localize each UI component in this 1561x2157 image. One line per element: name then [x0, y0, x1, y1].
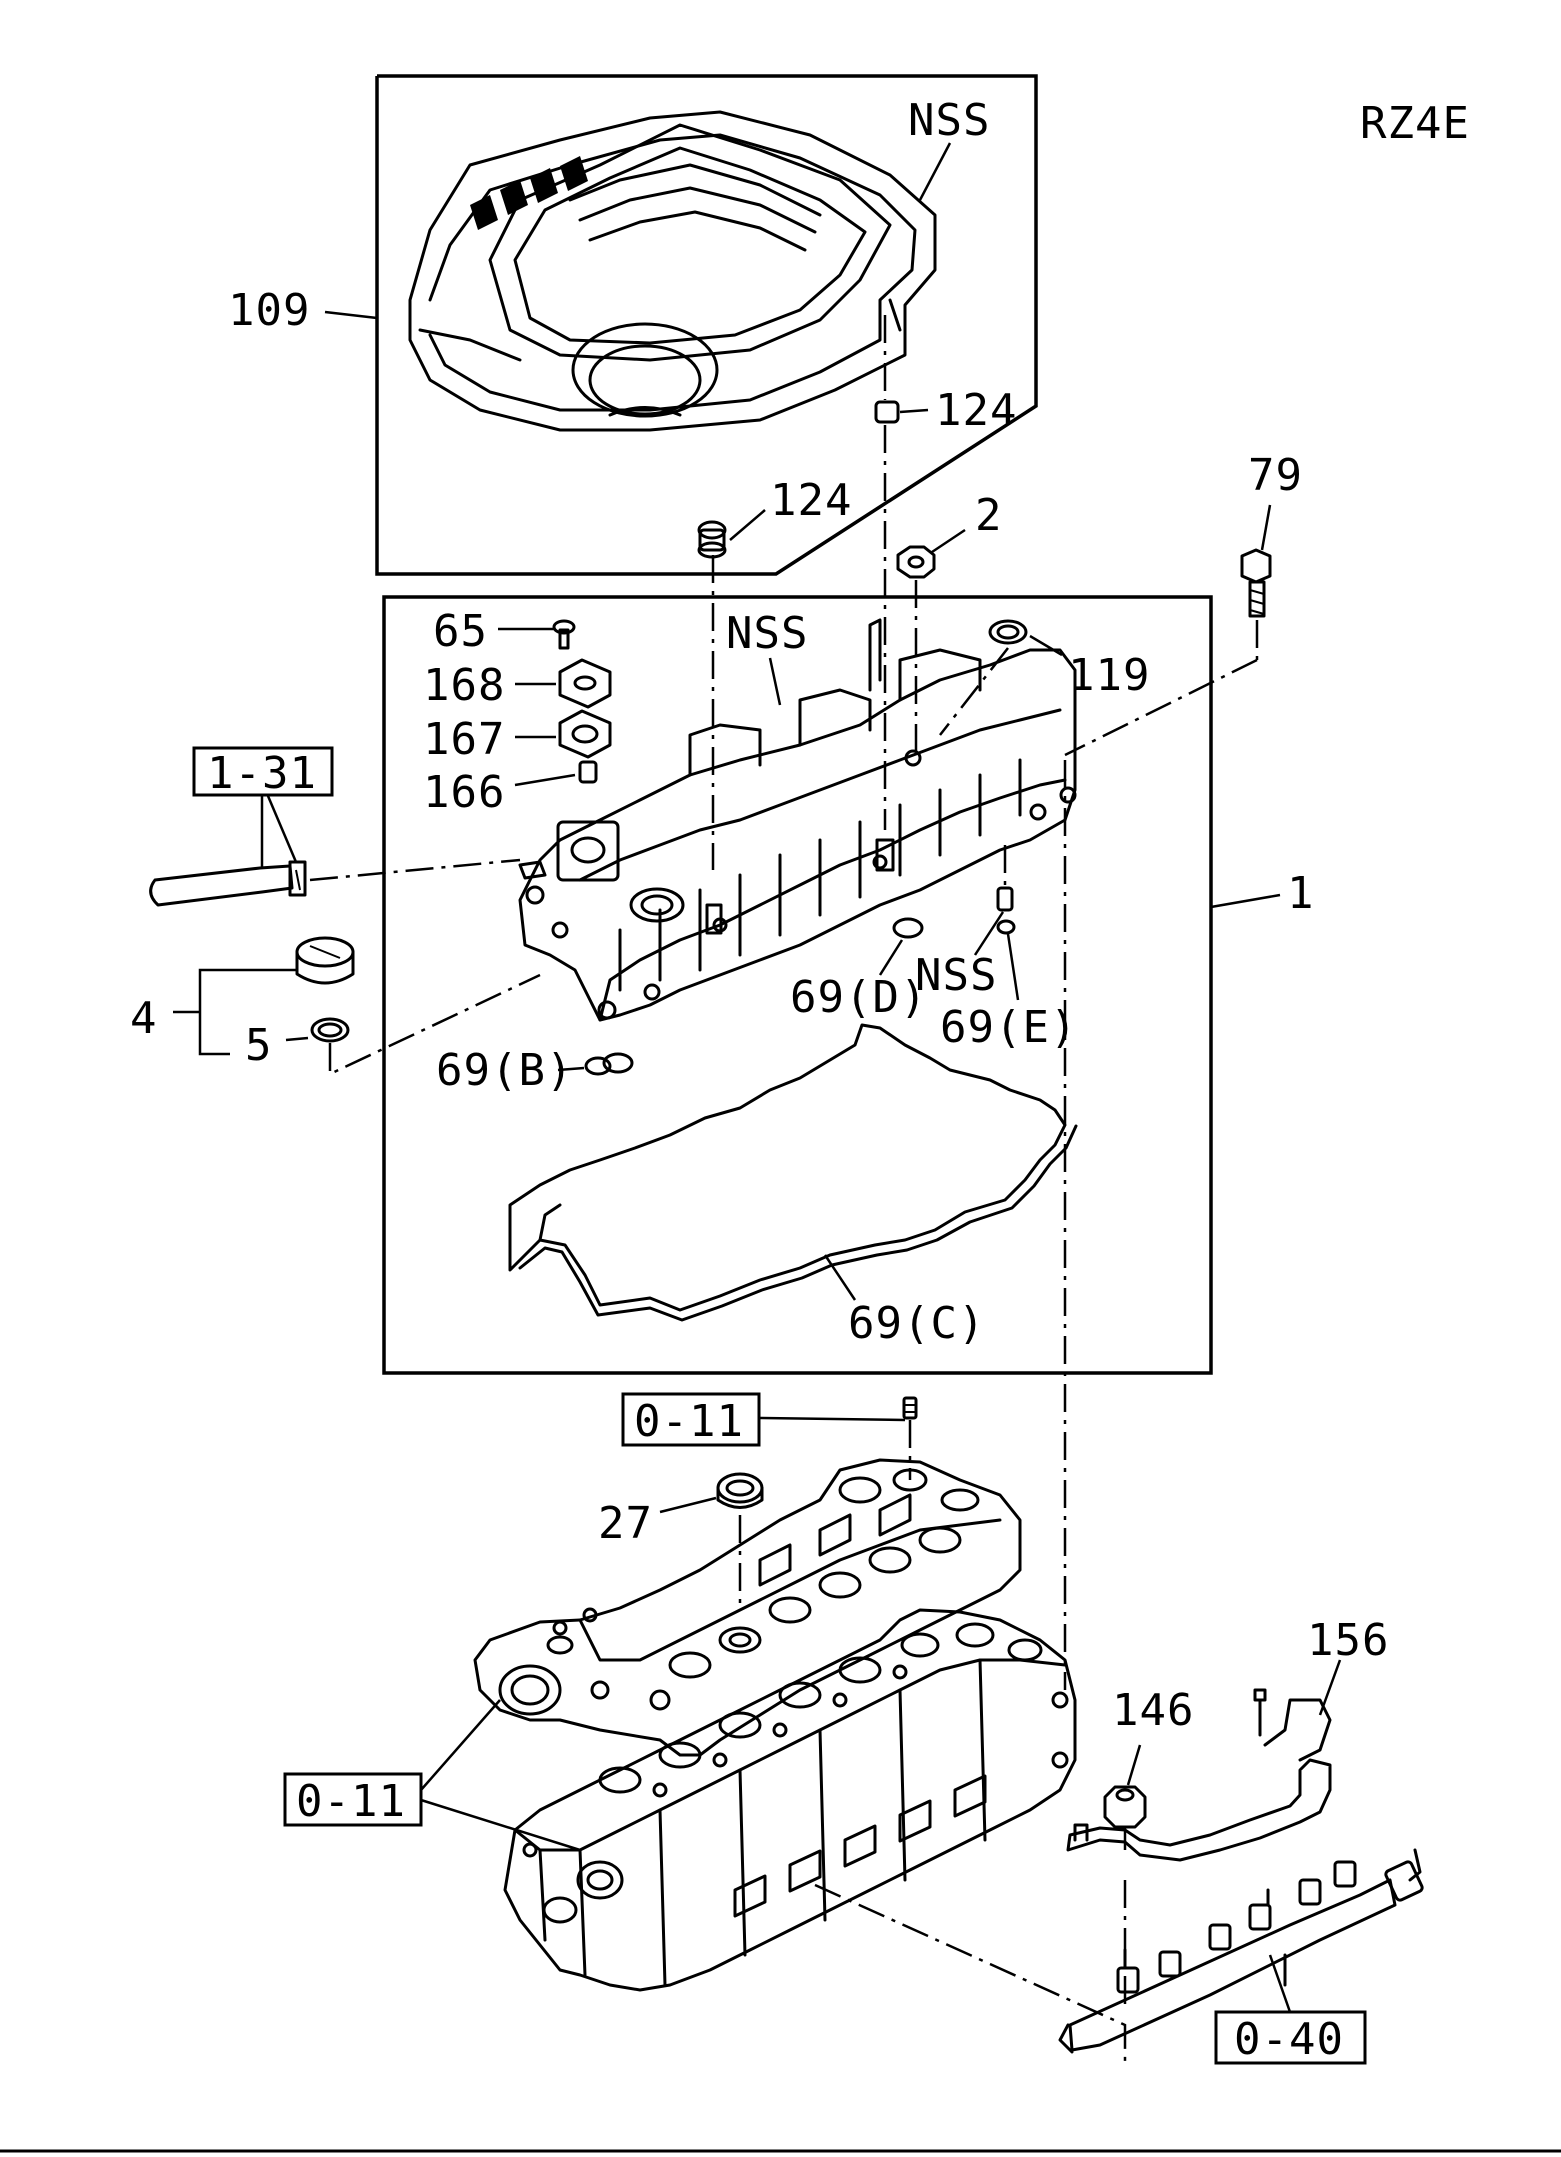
gasket-69d: [878, 917, 924, 976]
nut-146: [1103, 1744, 1147, 1829]
label-119: 119: [1068, 650, 1150, 701]
label-146: 146: [1112, 1685, 1194, 1736]
label-69b: 69(B): [436, 1045, 573, 1096]
leader-1: [1210, 893, 1281, 909]
label-65: 65: [433, 606, 488, 657]
breather-hose: [149, 860, 307, 907]
label-5: 5: [245, 1020, 273, 1071]
engine-cover-part: [408, 110, 937, 432]
leader-1-31-b: [266, 795, 298, 863]
label-nss-mid: NSS: [726, 608, 808, 659]
plate-167: [515, 709, 612, 759]
label-69e: 69(E): [940, 1002, 1077, 1053]
label-nss-e: NSS: [915, 950, 997, 1001]
head-cover-gasket-69c: [508, 1023, 1078, 1322]
dash-hose: [309, 858, 521, 882]
label-2: 2: [975, 490, 1003, 541]
label-168: 168: [423, 660, 505, 711]
dash-79-diag: [1064, 658, 1258, 757]
ref-0-11-top-label: 0-11: [634, 1396, 744, 1447]
gasket-69b: [557, 1052, 634, 1076]
diagram-code: RZ4E: [1360, 98, 1470, 149]
seal-27: [659, 1472, 764, 1514]
leader-5: [285, 1036, 309, 1042]
ref-box-1-31[interactable]: [192, 746, 334, 797]
leader-nss-mid: [768, 657, 782, 706]
ref-box-0-11-top[interactable]: [621, 1392, 761, 1447]
ref-box-0-11-left[interactable]: [283, 1772, 423, 1827]
leader-0-11-head: [420, 1798, 581, 1852]
ref-1-31-label: 1-31: [207, 748, 317, 799]
nut-2: [896, 528, 966, 579]
leader-0-11-carrier: [420, 1699, 501, 1791]
dash-119: [939, 647, 1009, 736]
cylinder-head-cover-part: [518, 618, 1077, 1022]
oil-filler-cap: [295, 936, 355, 985]
return-pipe-156: [1066, 1659, 1342, 1862]
gasket-69e: [996, 919, 1020, 1001]
dash-head-rail: [814, 1883, 1127, 2065]
label-124a: 124: [935, 385, 1017, 436]
camshaft-carrier-part: [473, 1458, 1022, 1757]
leader-nss-top: [918, 142, 952, 201]
engine-cover-frame: [375, 74, 1038, 576]
seal-119: [988, 619, 1063, 657]
label-156: 156: [1307, 1615, 1389, 1666]
label-69c: 69(C): [848, 1298, 985, 1349]
leader-109: [324, 310, 378, 320]
label-1: 1: [1287, 868, 1315, 919]
stud-nss: [973, 886, 1014, 956]
grommet-124-right: [874, 400, 929, 424]
label-4: 4: [130, 993, 158, 1044]
label-nss-top: NSS: [908, 95, 990, 146]
dash-cap: [328, 973, 541, 1076]
dowel-pin: [902, 1396, 918, 1420]
grommet-124-left: [697, 509, 766, 559]
cylinder-head-part: [503, 1608, 1077, 1992]
oil-cap-seal: [310, 1017, 350, 1043]
leader-0-11-top: [759, 1416, 906, 1422]
ref-0-11-left-label: 0-11: [296, 1776, 406, 1827]
label-69d: 69(D): [790, 972, 927, 1023]
common-rail-part: [1058, 1848, 1424, 2054]
label-109: 109: [228, 285, 310, 336]
plate-168: [515, 658, 612, 709]
label-167: 167: [423, 714, 505, 765]
label-166: 166: [423, 767, 505, 818]
label-124b: 124: [770, 475, 852, 526]
ref-0-40-label: 0-40: [1234, 2014, 1344, 2065]
label-79: 79: [1248, 450, 1303, 501]
label-27: 27: [598, 1498, 653, 1549]
bolt-79: [1240, 504, 1272, 618]
head-cover-frame: [382, 595, 1213, 1375]
screw-65: [498, 619, 576, 650]
spring-166: [514, 760, 598, 787]
ref-box-0-40[interactable]: [1214, 2010, 1367, 2065]
